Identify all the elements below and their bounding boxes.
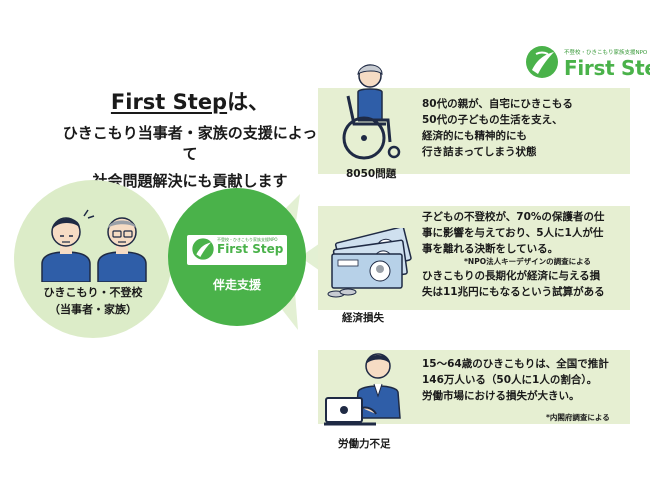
support-logo: 不登校・ひきこもり家族支援NPO First Step (187, 235, 287, 265)
first-step-logo-icon (192, 238, 214, 260)
support-logo-subtitle: 不登校・ひきこもり家族支援NPO (217, 237, 278, 242)
money-bills-icon (327, 228, 412, 298)
headline-brand: First Step (110, 90, 228, 114)
support-circle: 不登校・ひきこもり家族支援NPO First Step 伴走支援 (168, 188, 306, 326)
first-step-logo-icon (526, 46, 558, 78)
issue2-line1: 子どもの不登校が、70%の保護者の仕 (422, 211, 605, 223)
headline-suffix: は、 (227, 90, 270, 114)
issue3-note: *内閣府調査による (546, 413, 610, 422)
laptop-worker-icon (324, 353, 401, 426)
target-label-line2: （当事者・家族） (49, 303, 137, 316)
person-icon (97, 217, 147, 282)
target-circle: ひきこもり・不登校 （当事者・家族） (14, 180, 172, 338)
target-label-line1: ひきこもり・不登校 (43, 286, 143, 299)
logo-subtitle: 不登校・ひきこもり家族支援NPO (564, 50, 648, 56)
first-step-logo: 不登校・ひきこもり家族支援NPO First Step (524, 44, 650, 84)
logo-name: First Step (564, 56, 650, 80)
issue3-label: 労働力不足 (338, 438, 391, 450)
person-icon (41, 209, 95, 282)
people-illustration (41, 209, 147, 282)
headline-line3: 社会問題解決にも貢献します (92, 172, 288, 190)
headline-line2: ひきこもり当事者・家族の支援によって (62, 124, 318, 163)
issue2-line4: ひきこもりの長期化が経済に与える損 (422, 270, 601, 282)
issue2-line2: 事に影響を与えており、5人に1人が仕 (422, 227, 604, 239)
issue3-line1: 15～64歳のひきこもりは、全国で推計 (422, 358, 609, 370)
issue1-line3: 経済的にも精神的にも (422, 130, 527, 142)
headline: First Stepは、 ひきこもり当事者・家族の支援によって 社会問題解決にも… (60, 86, 320, 191)
issue1-line1: 80代の親が、自宅にひきこもる (422, 98, 573, 110)
issue3-line2: 146万人いる（50人に1人の割合）。 (422, 374, 598, 386)
issue2-line3: 事を離れる決断をしている。 (422, 243, 559, 255)
headline-line1: First Stepは、 (60, 86, 320, 116)
target-label: ひきこもり・不登校 （当事者・家族） (14, 284, 172, 318)
issue-box-8050: 80代の親が、自宅にひきこもる 50代の子どもの生活を支え、 経済的にも精神的に… (318, 88, 630, 174)
issue3-line3: 労働市場における損失が大きい。 (422, 390, 580, 402)
issue1-label: 8050問題 (346, 168, 397, 180)
issue1-line2: 50代の子どもの生活を支え、 (422, 114, 563, 126)
support-logo-name: First Step (217, 242, 284, 256)
issue2-label: 経済損失 (342, 312, 384, 324)
issue1-line4: 行き詰まってしまう状態 (422, 146, 537, 158)
issue2-note: *NPO法人キーデザインの調査による (464, 257, 591, 266)
support-label: 伴走支援 (212, 278, 261, 292)
issue2-line5: 失は11兆円にもなるという試算がある (422, 286, 605, 298)
wheelchair-person-icon (342, 64, 401, 160)
